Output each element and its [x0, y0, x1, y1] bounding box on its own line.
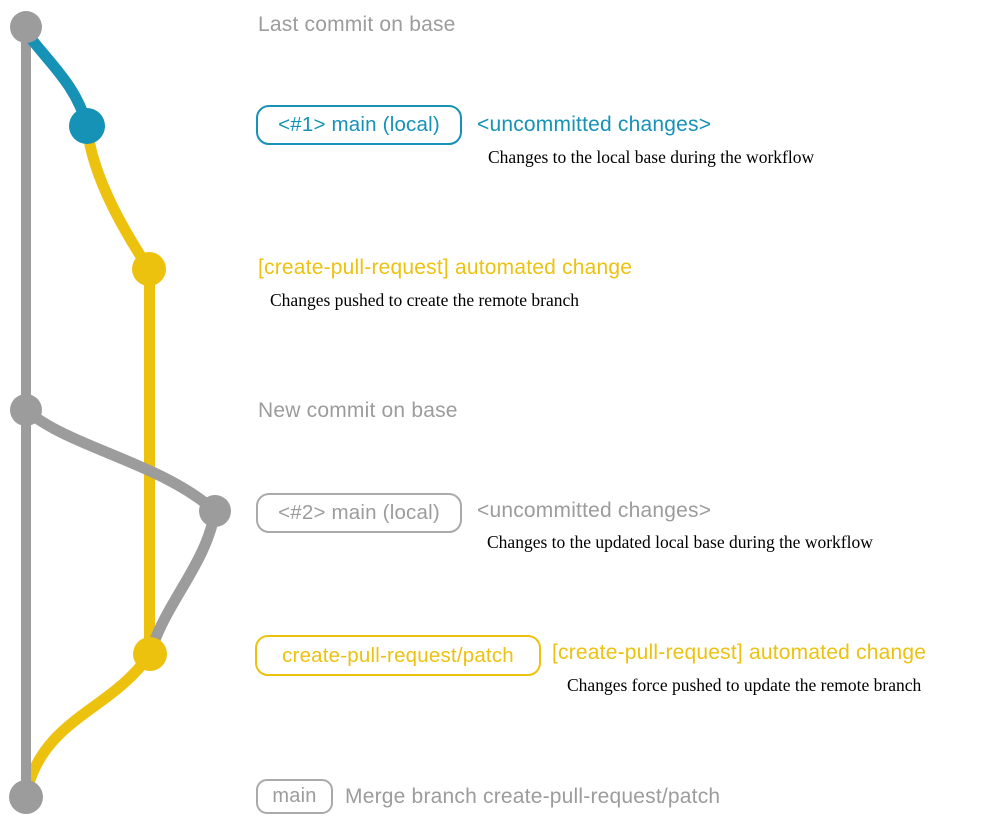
commit-dot-patch-1 [132, 252, 166, 286]
uncommitted-changes-tag-1: <uncommitted changes> [477, 113, 712, 136]
branch-box-patch-label: create-pull-request/patch [282, 643, 514, 667]
row1-description: Changes to the local base during the wor… [488, 147, 815, 167]
commit-dot-patch-2 [133, 637, 167, 671]
merge-curve [21, 650, 155, 792]
commit-dot-new-base [10, 394, 42, 426]
remote-branch-create-curve [81, 125, 154, 273]
branch-box-main-local-1-label: <#1> main (local) [278, 113, 440, 136]
last-commit-label: Last commit on base [258, 13, 456, 36]
branch-box-main-label: main [272, 785, 317, 807]
row4-description: Changes force pushed to update the remot… [567, 675, 922, 695]
branch-box-main-local-1: <#1> main (local) [256, 105, 462, 145]
rebase-curve-out [22, 405, 219, 516]
branch-box-main-local-2-label: <#2> main (local) [278, 501, 440, 524]
branch-box-main: main [256, 779, 333, 814]
commit-dot-local-main-1 [69, 108, 105, 144]
branch-box-patch: create-pull-request/patch [255, 635, 541, 676]
automated-change-title-2: [create-pull-request] automated change [552, 641, 927, 664]
rebase-curve-in [146, 510, 221, 650]
new-commit-label: New commit on base [258, 399, 458, 422]
row2-description: Changes pushed to create the remote bran… [270, 290, 580, 310]
branch-box-main-local-2: <#2> main (local) [256, 493, 462, 533]
row3-description: Changes to the updated local base during… [487, 532, 873, 552]
merge-branch-label: Merge branch create-pull-request/patch [345, 785, 721, 808]
automated-change-title-1: [create-pull-request] automated change [258, 256, 633, 279]
commit-dot-last-base [10, 11, 42, 43]
uncommitted-changes-tag-2: <uncommitted changes> [477, 499, 712, 522]
commit-dot-local-main-2 [199, 495, 231, 527]
commit-dot-merge [9, 780, 43, 814]
